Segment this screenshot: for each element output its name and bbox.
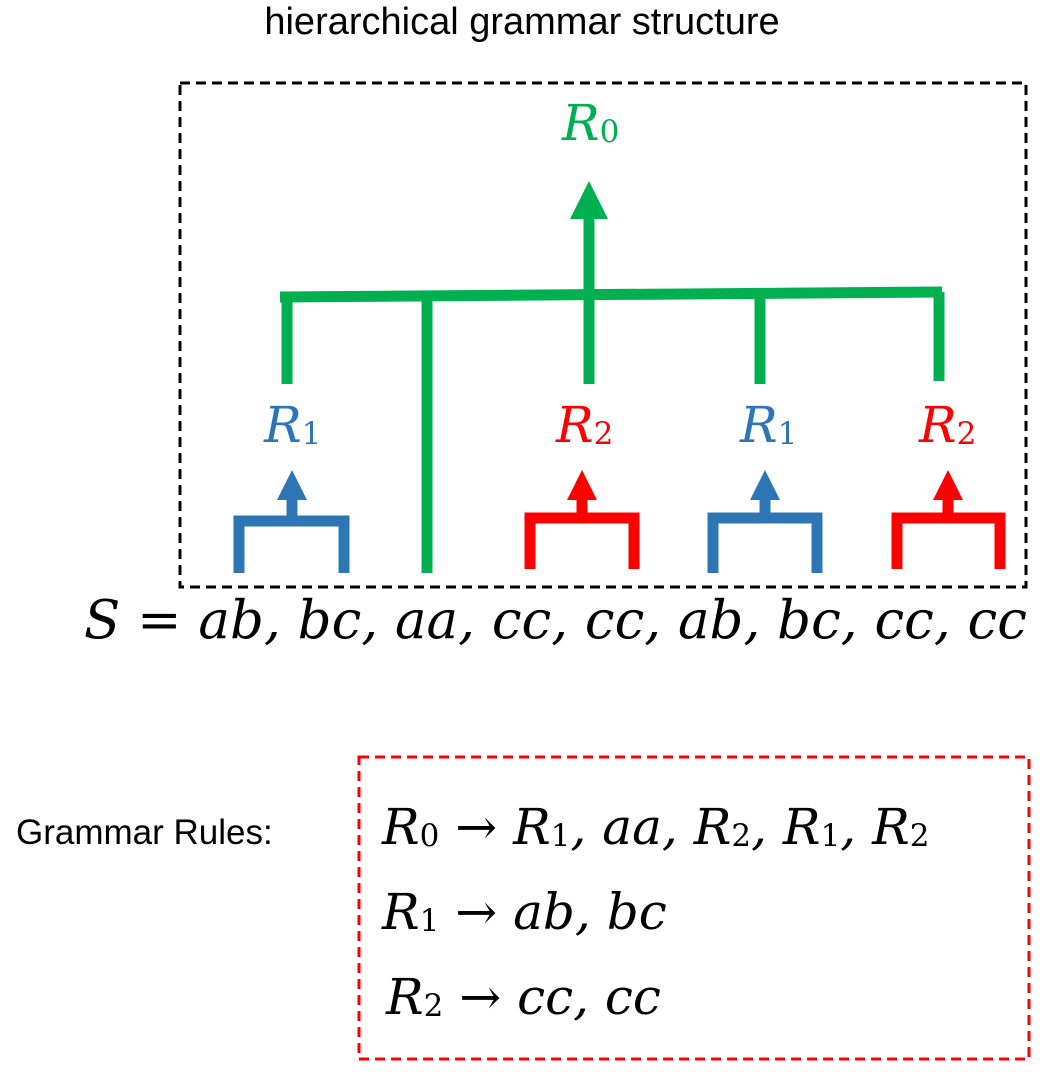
rule-lhs-index: 0	[419, 817, 440, 854]
r2-arrowhead-a	[567, 470, 597, 500]
structure-box	[178, 81, 1028, 589]
sequence-text: ab, bc, aa, cc, cc, ab, bc, cc, cc	[198, 590, 1027, 651]
r1-connector-a	[233, 497, 350, 573]
rule-rhs-symbol: R	[513, 798, 551, 856]
root-connector	[279, 214, 945, 573]
rule-rhs-sep: ,	[751, 798, 783, 856]
rule-rhs-sep: ,	[570, 798, 603, 856]
root-bar	[279, 286, 943, 303]
node-label: R2	[919, 400, 976, 450]
rule-lhs-index: 2	[423, 987, 444, 1024]
root-symbol: R	[562, 94, 600, 152]
node-index: 1	[777, 415, 798, 452]
rule-rhs-index: 2	[909, 817, 930, 854]
node-label: R2	[556, 400, 613, 450]
rule-rhs: R1, aa, R2, R1, R2	[513, 798, 929, 856]
node-symbol: R	[264, 396, 302, 454]
sequence-prefix: S =	[84, 590, 199, 651]
rule-rhs-index: 1	[820, 817, 841, 854]
root-index: 0	[599, 113, 620, 150]
rule-lhs-symbol: R	[386, 968, 424, 1026]
rule-rhs-symbol: R	[872, 798, 910, 856]
node-symbol: R	[919, 396, 957, 454]
root-label: R0	[562, 98, 619, 148]
rule-lhs-index: 1	[419, 902, 440, 939]
node-index: 2	[593, 415, 614, 452]
rule-lhs-symbol: R	[382, 798, 420, 856]
rule-1: R1 → ab, bc	[382, 887, 667, 937]
node-label: R1	[740, 400, 797, 450]
rule-arrow: →	[459, 968, 502, 1026]
node-index: 2	[956, 415, 977, 452]
sequence: S = ab, bc, aa, cc, cc, ab, bc, cc, cc	[84, 594, 1027, 647]
rule-rhs-index: 2	[731, 817, 752, 854]
root-arrowhead	[570, 181, 608, 219]
r2-arrowhead-b	[933, 470, 963, 500]
r2-connector-b	[891, 497, 1006, 569]
rule-2: R2 → cc, cc	[386, 972, 661, 1022]
node-label: R1	[264, 400, 321, 450]
node-index: 1	[301, 415, 322, 452]
rule-0: R0 → R1, aa, R2, R1, R2	[382, 802, 929, 852]
diagram-title: hierarchical grammar structure	[264, 1, 780, 43]
rule-rhs-symbol: R	[693, 798, 732, 856]
r1-arrowhead-b	[750, 470, 780, 500]
rule-rhs-index: 1	[550, 817, 571, 854]
rule-arrow: →	[455, 883, 498, 941]
rule-rhs-symbol: R	[782, 798, 821, 856]
r1-arrowhead-a	[277, 470, 307, 500]
r1-connector-b	[707, 497, 823, 573]
rule-rhs: cc, cc	[517, 968, 661, 1026]
node-symbol: R	[740, 396, 778, 454]
rule-arrow: →	[455, 798, 498, 856]
rule-rhs-symbol: aa	[602, 798, 662, 856]
rules-heading: Grammar Rules:	[16, 813, 273, 852]
rules-box	[357, 755, 1031, 1061]
node-symbol: R	[556, 396, 594, 454]
rule-rhs-sep: ,	[840, 798, 873, 856]
r2-connector-a	[524, 497, 640, 569]
rule-rhs-sep: ,	[661, 798, 694, 856]
rule-lhs-symbol: R	[382, 883, 420, 941]
rule-rhs: ab, bc	[513, 883, 667, 941]
